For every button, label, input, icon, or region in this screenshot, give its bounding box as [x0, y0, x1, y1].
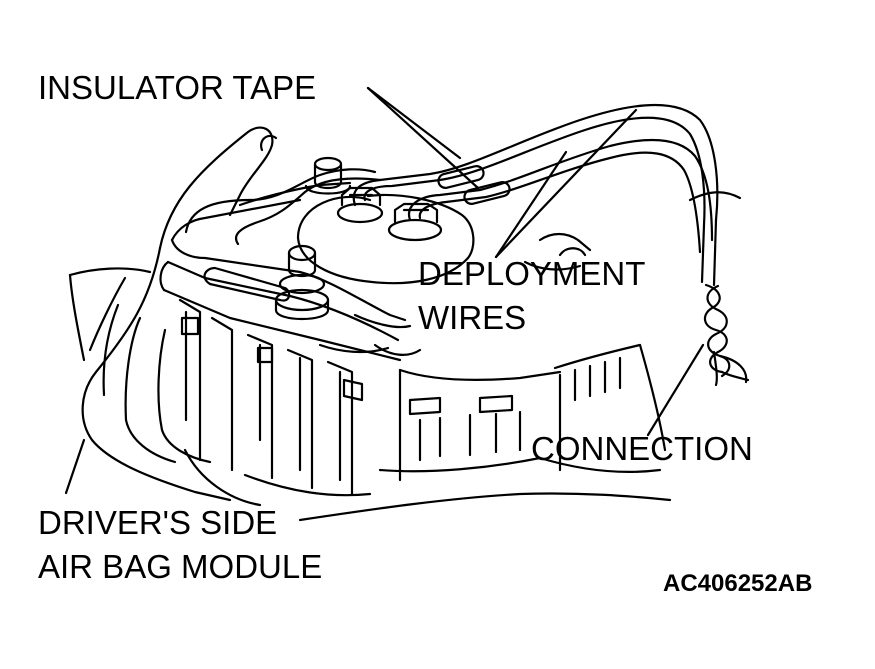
- housing-right: [300, 234, 670, 520]
- label-deployment-line2: WIRES: [418, 299, 527, 336]
- label-module-line1: DRIVER'S SIDE: [38, 504, 278, 541]
- stud-nut: [276, 246, 328, 319]
- label-insulator-tape: INSULATOR TAPE: [38, 69, 317, 106]
- housing-grille: [180, 300, 560, 494]
- module-plate: [161, 200, 420, 360]
- label-deployment-line1: DEPLOYMENT: [418, 255, 646, 292]
- housing-left: [70, 128, 370, 505]
- leader-lines: [66, 88, 703, 493]
- figure-code: AC406252AB: [663, 570, 813, 597]
- label-connection: CONNECTION: [531, 430, 753, 467]
- deployment-wires: [186, 105, 717, 252]
- label-module-line2: AIR BAG MODULE: [38, 548, 323, 585]
- twisted-connection: [690, 192, 748, 385]
